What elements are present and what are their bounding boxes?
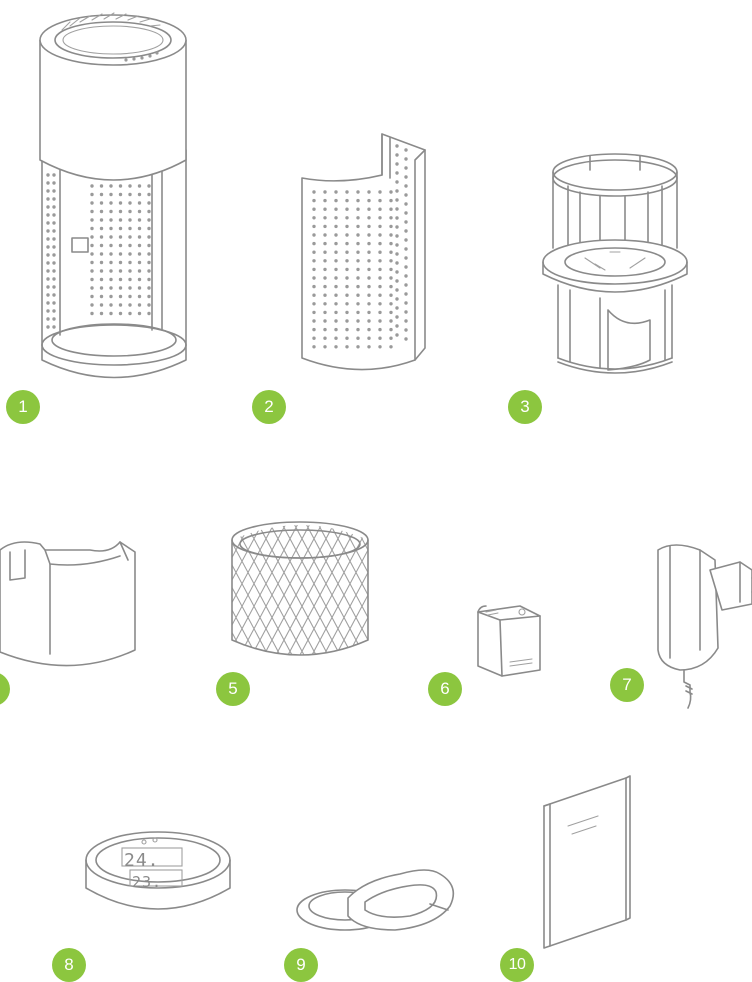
inner-shell-icon <box>0 520 170 710</box>
part-number-badge: 8 <box>52 948 86 982</box>
thermo-display-upper: 24. <box>124 850 160 871</box>
part-number-badge: 9 <box>284 948 318 982</box>
part-number-badge: 7 <box>610 668 644 702</box>
part-7: 7 <box>600 530 752 730</box>
part-number-badge: 10 <box>500 948 534 982</box>
part-10: 10 <box>500 770 660 980</box>
part-6: 6 <box>420 590 560 710</box>
part-1: 1 <box>0 0 230 430</box>
part-2: 2 <box>240 120 440 430</box>
part-9: 9 <box>270 860 470 980</box>
frame-cage-icon <box>500 140 710 430</box>
part-3: 3 <box>500 140 710 430</box>
part-number-badge: 6 <box>428 672 462 706</box>
part-number-badge: 2 <box>252 390 286 424</box>
purifier-assembled-icon <box>0 0 230 430</box>
part-4: 4 <box>0 520 170 710</box>
part-5: 5 <box>200 510 400 710</box>
manual-booklet-icon <box>500 770 660 980</box>
perforated-cover-icon <box>240 120 440 430</box>
part-number-badge: 5 <box>216 672 250 706</box>
thermo-display-lower: 23. <box>132 873 162 891</box>
part-number-badge: 3 <box>508 390 542 424</box>
part-number-badge: 1 <box>6 390 40 424</box>
